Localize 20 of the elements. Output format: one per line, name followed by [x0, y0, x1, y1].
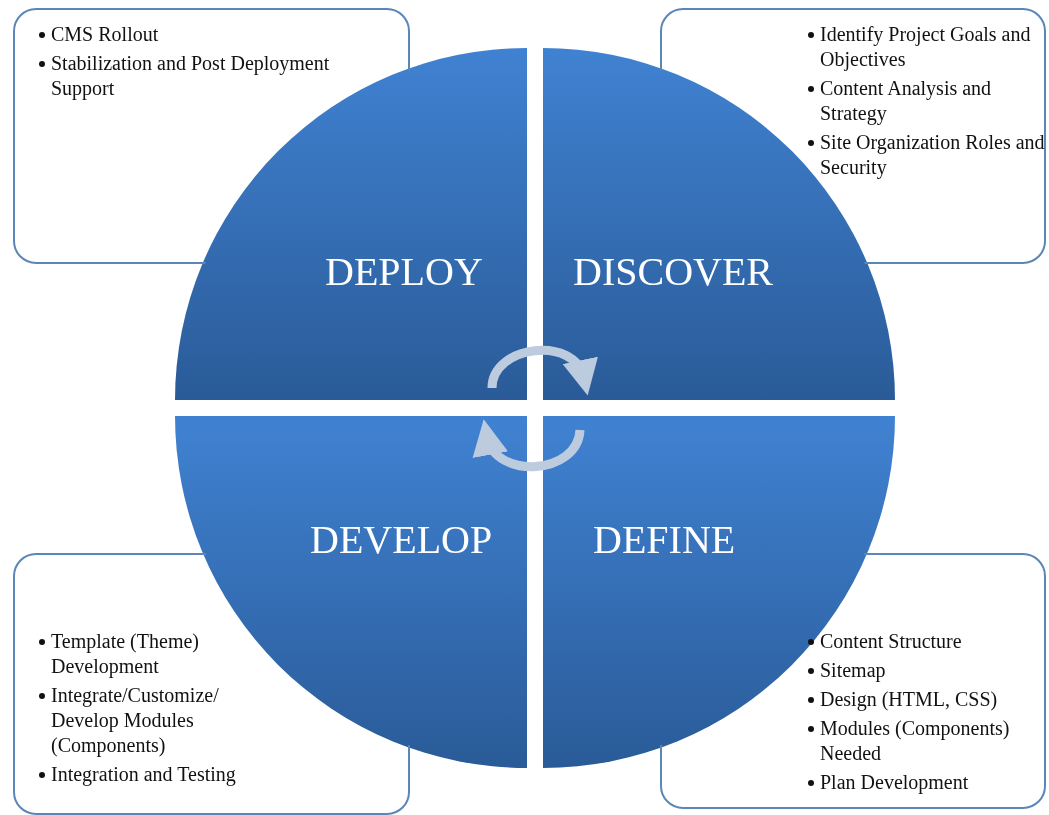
bullet-item: Modules (Components) Needed	[820, 716, 1011, 766]
bullet-item: Site Organization Roles and Security	[820, 130, 1046, 180]
phase-label: DISCOVER	[573, 248, 774, 295]
task-list-box	[13, 553, 410, 815]
bullet-item: Content Structure	[820, 629, 963, 654]
bullet-item: Identify Project Goals and Objectives	[820, 22, 1032, 72]
bullet-item: Content Analysis and Strategy	[820, 76, 993, 126]
task-list-box	[660, 553, 1046, 809]
bullet-item: Design (HTML, CSS)	[820, 687, 999, 712]
bullet-item: Stabilization and Post Deployment Support	[51, 51, 331, 101]
bullet-item: Integrate/Customize/ Develop Modules (Components)	[51, 683, 220, 758]
bullet-item: Sitemap	[820, 658, 887, 683]
bullet-item: Template (Theme) Development	[51, 629, 200, 679]
phase-label: DEVELOP	[310, 516, 493, 563]
bullet-item: Integration and Testing	[51, 762, 237, 787]
bullet-item: CMS Rollout	[51, 22, 160, 47]
phase-label: DEFINE	[593, 516, 736, 563]
phase-label: DEPLOY	[325, 248, 483, 295]
cycle-arrow	[487, 345, 595, 395]
bullet-item: Plan Development	[820, 770, 970, 795]
